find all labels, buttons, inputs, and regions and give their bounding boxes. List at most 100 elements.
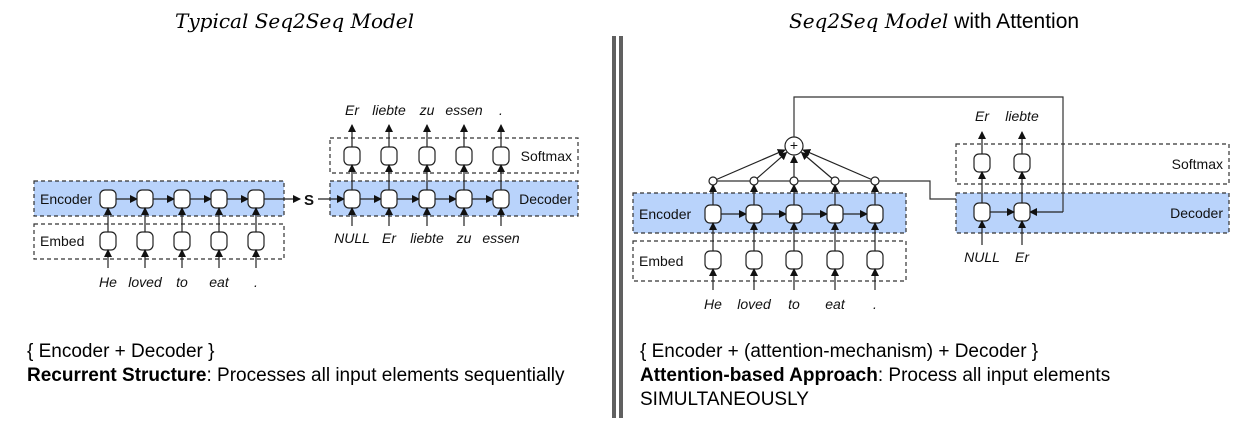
attention-node (870, 176, 880, 186)
decoder-cell (1013, 202, 1031, 222)
left-caption: { Encoder + Decoder } Recurrent Structur… (27, 340, 587, 388)
left-title-text: Typical Seq2Seq Model (175, 9, 415, 33)
context-feedback-line (793, 96, 1064, 212)
decoder-band (955, 192, 1230, 234)
decoder-cell (380, 189, 398, 209)
right-caption-bold: Attention-based Approach (640, 365, 878, 386)
attention-weight-arrow (800, 151, 836, 182)
output-word: liebte (372, 102, 406, 118)
input-word: to (176, 274, 188, 290)
embed-cell (745, 250, 763, 270)
right-title-plain: with Attention (948, 10, 1080, 33)
input-word: eat (825, 296, 846, 312)
embed-cell (704, 250, 722, 270)
left-caption-line1: { Encoder + Decoder } (27, 341, 215, 362)
decoder-cell (455, 189, 473, 209)
softmax-label: Softmax (1172, 156, 1223, 172)
encoder-label: Encoder (639, 206, 691, 222)
right-caption-line1: { Encoder + (attention-mechanism) + Deco… (640, 341, 1039, 362)
embed-cell (247, 231, 265, 251)
sum-symbol: + (790, 137, 798, 153)
attention-node (749, 176, 759, 186)
embed-cell (210, 231, 228, 251)
softmax-cell (492, 146, 510, 166)
panel-divider-left-line (612, 36, 616, 418)
attention-weight-arrow (802, 149, 876, 182)
embed-label: Embed (40, 233, 84, 249)
encoder-cell (866, 204, 884, 224)
attention-weight-arrow (753, 151, 788, 182)
output-word: liebte (1005, 108, 1039, 124)
softmax-band (955, 143, 1230, 185)
right-title: Seq2Seq Model with Attention (789, 8, 1079, 34)
decoder-input-word: liebte (410, 230, 444, 246)
decoder-cell (343, 189, 361, 209)
embed-cell (99, 231, 117, 251)
decoder-cell (492, 189, 510, 209)
embed-band (33, 223, 285, 260)
right-title-math: Seq2Seq Model (789, 9, 949, 33)
input-word: eat (209, 274, 230, 290)
attention-node (708, 176, 718, 186)
encoder-cell (173, 189, 191, 209)
softmax-cell (343, 146, 361, 166)
right-caption-rest: : Process all input elements SIMULTANEOU… (640, 365, 1111, 410)
decoder-input-word: NULL (334, 230, 370, 246)
output-word: essen (445, 102, 483, 118)
encoder-cell (785, 204, 803, 224)
input-word: loved (128, 274, 163, 290)
left-caption-bold: Recurrent Structure (27, 365, 207, 386)
encoder-label: Encoder (40, 191, 92, 207)
decoder-input-word: Er (1015, 249, 1030, 265)
decoder-label: Decoder (519, 191, 572, 207)
decoder-input-word: NULL (964, 249, 1000, 265)
attention-node (830, 176, 840, 186)
input-word: loved (737, 296, 772, 312)
encoder-cell (136, 189, 154, 209)
right-caption: { Encoder + (attention-mechanism) + Deco… (640, 340, 1220, 412)
embed-band (632, 240, 907, 282)
embed-cell (136, 231, 154, 251)
encoder-cell (745, 204, 763, 224)
embed-cell (826, 250, 844, 270)
encoder-cell (210, 189, 228, 209)
softmax-cell (455, 146, 473, 166)
panel-divider-right-line (619, 36, 623, 418)
encoder-cell (99, 189, 117, 209)
output-word: Er (345, 102, 360, 118)
softmax-cell (973, 153, 991, 173)
attention-node (789, 176, 799, 186)
left-caption-rest: : Processes all input elements sequentia… (206, 365, 565, 386)
input-word: He (704, 296, 722, 312)
embed-label: Embed (639, 253, 683, 269)
embed-cell (866, 250, 884, 270)
input-word: He (99, 274, 117, 290)
input-word: . (254, 274, 258, 290)
encoder-cell (826, 204, 844, 224)
left-title: Typical Seq2Seq Model (175, 8, 414, 34)
decoder-input-word: essen (482, 230, 520, 246)
encoder-cell (704, 204, 722, 224)
decoder-input-word: Er (382, 230, 397, 246)
softmax-band (329, 137, 579, 174)
output-word: Er (975, 108, 990, 124)
input-word: to (788, 296, 800, 312)
softmax-cell (380, 146, 398, 166)
embed-cell (173, 231, 191, 251)
softmax-cell (418, 146, 436, 166)
state-label: S (304, 192, 314, 209)
left-caption-line2: Recurrent Structure: Processes all input… (27, 364, 587, 388)
embed-cell (785, 250, 803, 270)
decoder-cell (973, 202, 991, 222)
encoder-cell (247, 189, 265, 209)
output-word: zu (419, 102, 435, 118)
attention-weight-arrow (712, 149, 786, 182)
decoder-input-word: zu (456, 230, 472, 246)
output-word: . (499, 102, 503, 118)
softmax-label: Softmax (521, 148, 572, 164)
decoder-label: Decoder (1170, 205, 1223, 221)
input-word: . (873, 296, 877, 312)
